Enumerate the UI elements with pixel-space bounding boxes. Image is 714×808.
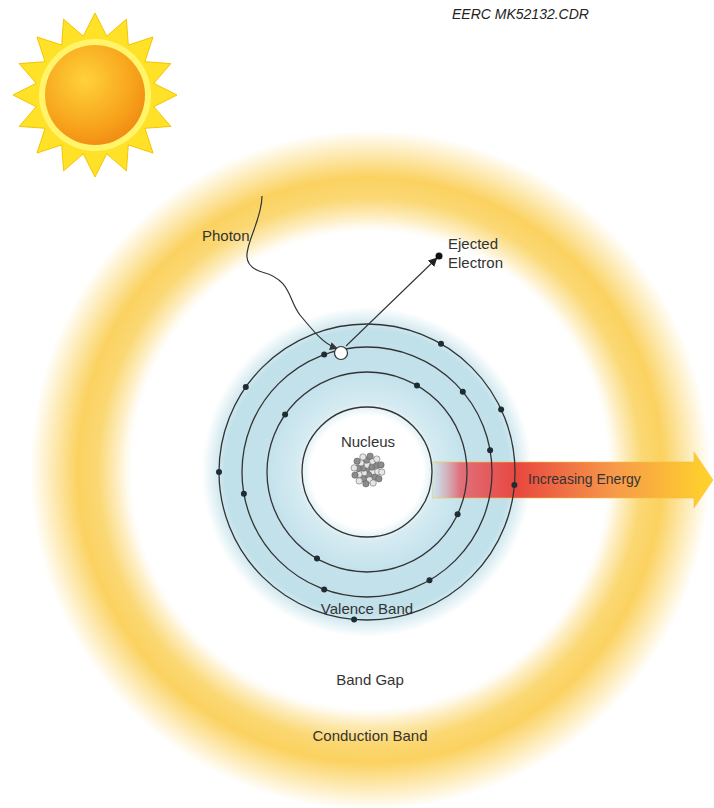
- drawing-id: EERC MK52132.CDR: [452, 5, 652, 24]
- band-label: Nucleus: [313, 432, 423, 451]
- vacancy: [335, 347, 348, 360]
- band-label: Valence Band: [267, 599, 467, 618]
- ejected-electron: [436, 253, 443, 260]
- energy-arrow: Increasing Energy: [432, 452, 714, 508]
- electron-label: Ejected Electron: [448, 234, 528, 272]
- nucleus-particles: [351, 453, 385, 487]
- band-label: Band Gap: [270, 670, 470, 689]
- band-label: Conduction Band: [300, 726, 440, 745]
- sun-icon: [13, 13, 177, 177]
- band-label: Increasing Energy: [528, 470, 708, 489]
- photon-label: Photon: [202, 226, 282, 245]
